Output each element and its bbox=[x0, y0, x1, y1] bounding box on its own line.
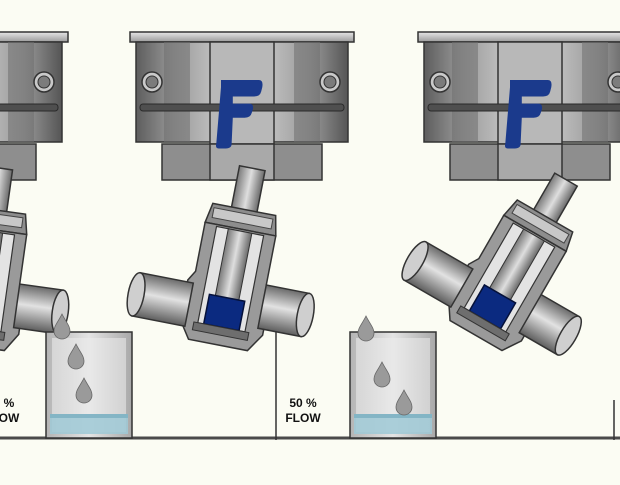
water-drop-icon bbox=[357, 315, 375, 342]
flow-label-left: % OW bbox=[0, 396, 24, 426]
left-panel bbox=[0, 31, 133, 439]
valve bbox=[120, 148, 340, 363]
flow-percent: 50 % bbox=[289, 396, 317, 410]
flow-word: OW bbox=[0, 411, 20, 425]
right-panel bbox=[390, 31, 620, 381]
beaker bbox=[349, 331, 437, 439]
beaker bbox=[45, 331, 133, 439]
flow-word: FLOW bbox=[285, 411, 321, 425]
actuator bbox=[0, 31, 69, 181]
flow-percent: % bbox=[3, 396, 15, 410]
flow-label-middle: 50 % FLOW bbox=[283, 396, 323, 426]
middle-panel bbox=[120, 31, 437, 439]
valve bbox=[0, 153, 88, 360]
